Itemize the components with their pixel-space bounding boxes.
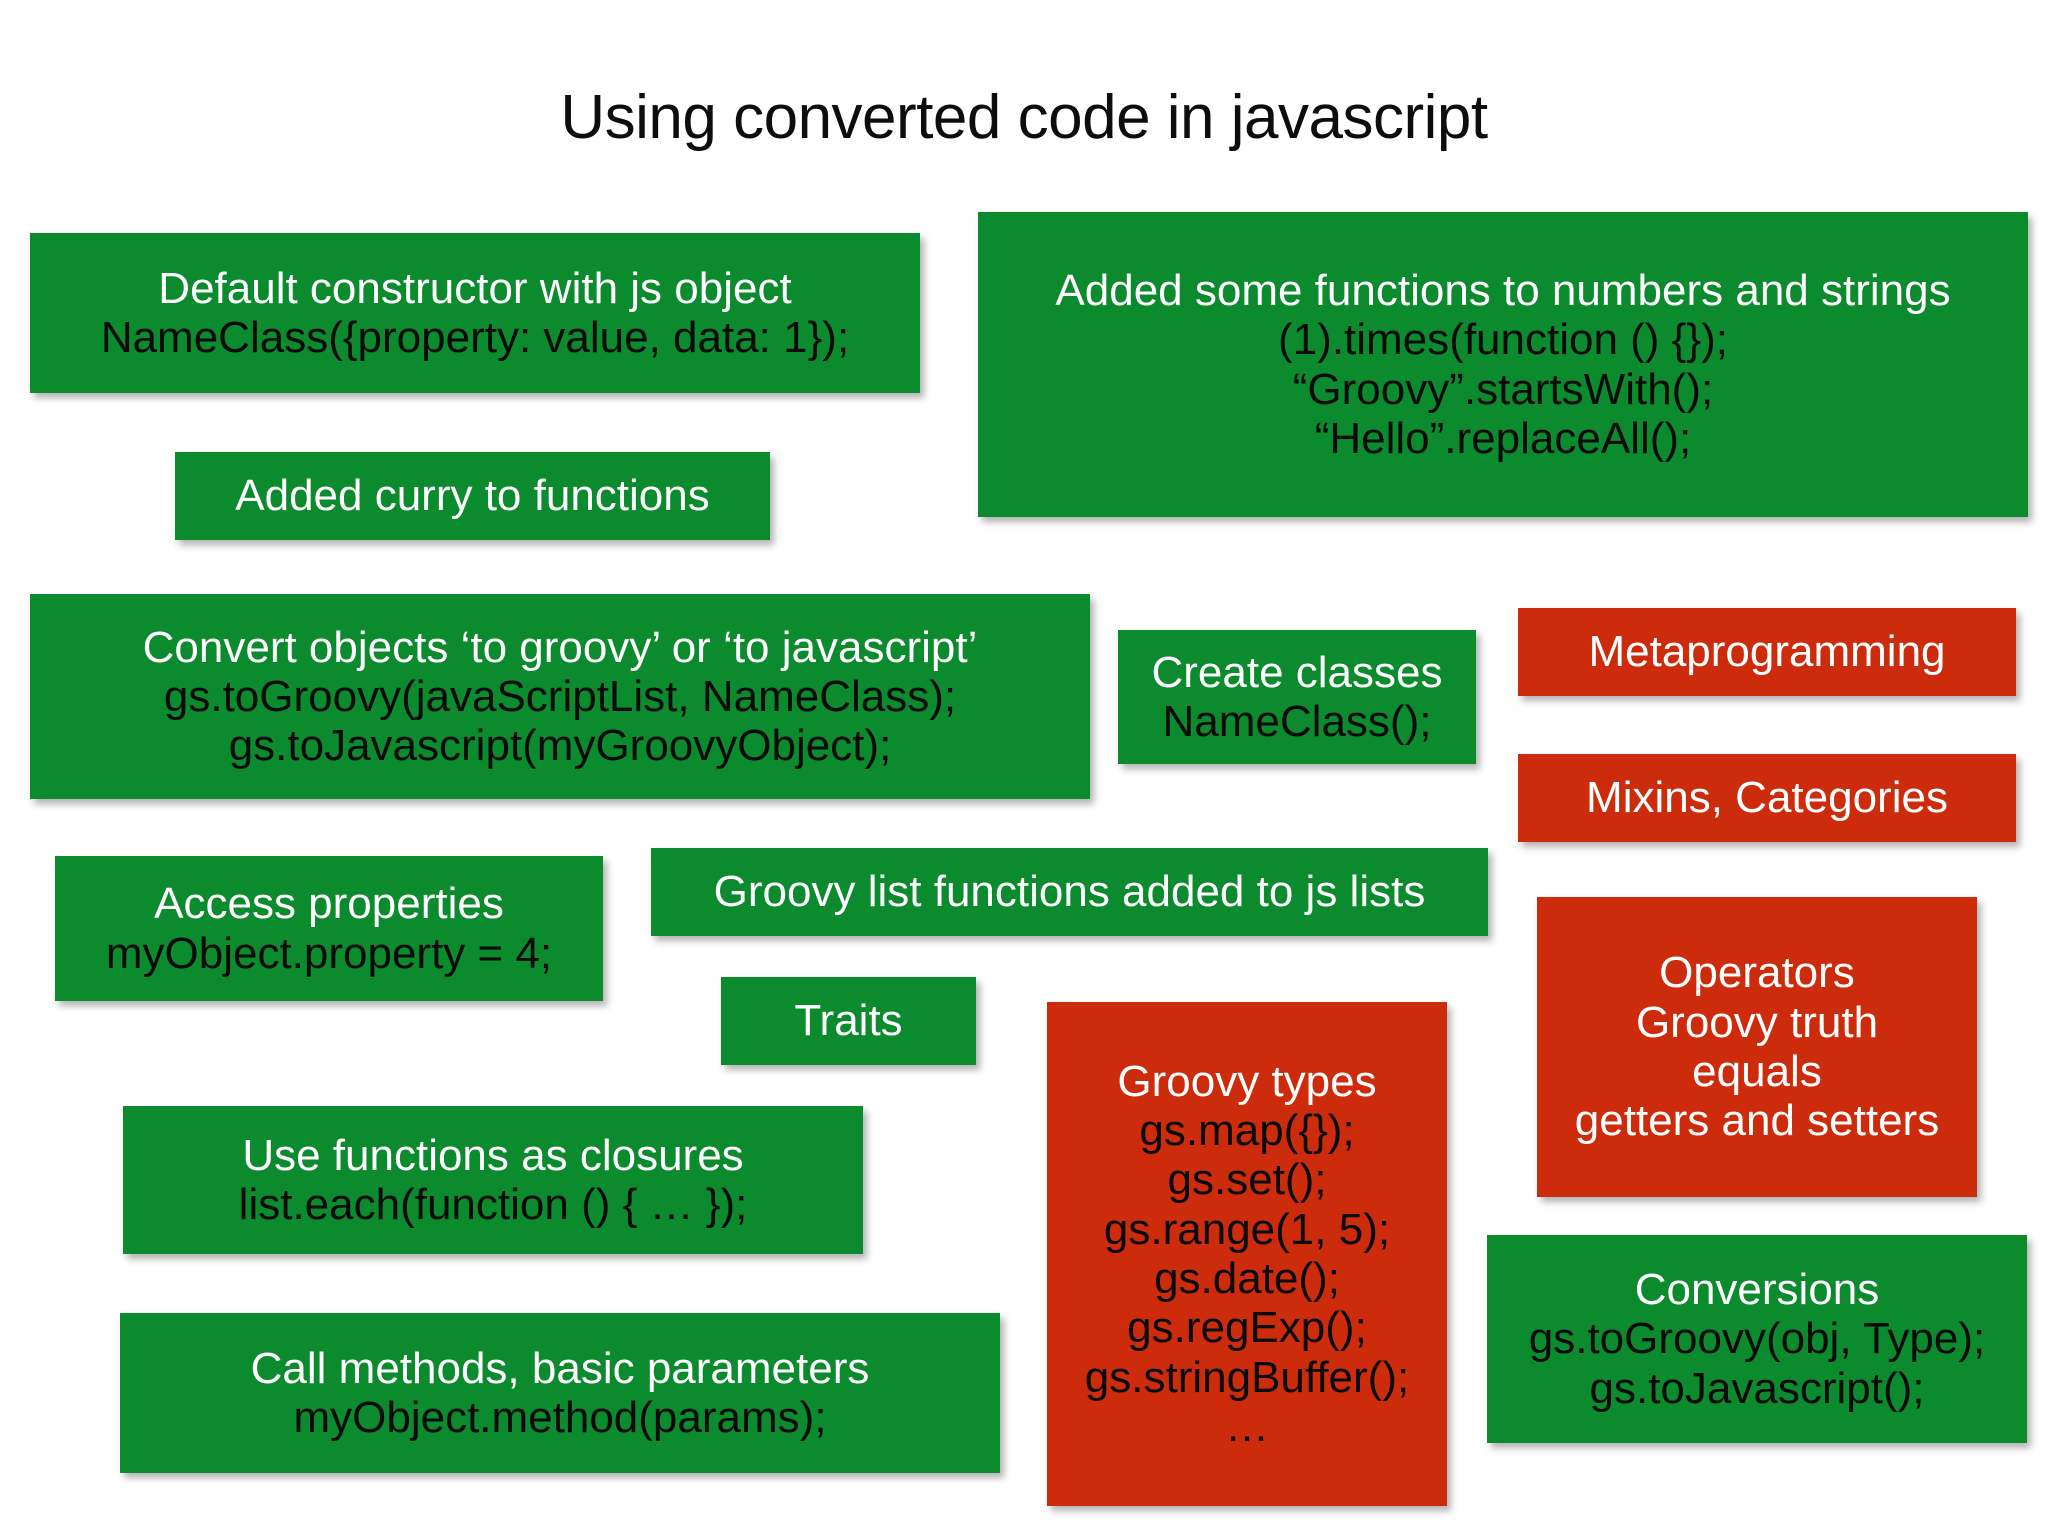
card-default-constructor[interactable]: Default constructor with js object NameC… [30, 233, 920, 393]
card-line: gs.toGroovy(javaScriptList, NameClass); [163, 671, 957, 721]
card-line: Operators [1659, 948, 1855, 998]
card-line: myObject.property = 4; [105, 928, 553, 978]
card-line: gs.map({}); [1139, 1106, 1355, 1156]
card-create-classes[interactable]: Create classes NameClass(); [1118, 630, 1476, 764]
card-call-methods[interactable]: Call methods, basic parameters myObject.… [120, 1313, 1000, 1473]
card-use-functions-closures[interactable]: Use functions as closures list.each(func… [123, 1106, 863, 1254]
card-line: Conversions [1634, 1265, 1880, 1315]
card-line: Use functions as closures [242, 1130, 744, 1180]
card-line: “Hello”.replaceAll(); [1314, 413, 1692, 463]
card-line: Mixins, Categories [1586, 773, 1948, 823]
card-line: gs.regExp(); [1127, 1303, 1367, 1353]
card-metaprogramming[interactable]: Metaprogramming [1518, 608, 2016, 696]
card-line: gs.stringBuffer(); [1084, 1352, 1410, 1402]
card-groovy-types[interactable]: Groovy types gs.map({}); gs.set(); gs.ra… [1047, 1002, 1447, 1506]
card-groovy-list-functions[interactable]: Groovy list functions added to js lists [651, 848, 1488, 936]
card-line: NameClass({property: value, data: 1}); [100, 313, 850, 362]
card-added-curry[interactable]: Added curry to functions [175, 452, 770, 540]
card-line: equals [1692, 1047, 1822, 1096]
card-line: Call methods, basic parameters [250, 1343, 870, 1393]
card-line: NameClass(); [1162, 697, 1432, 746]
card-line: Access properties [154, 879, 504, 929]
card-traits[interactable]: Traits [721, 977, 976, 1065]
card-operators[interactable]: Operators Groovy truth equals getters an… [1537, 897, 1977, 1197]
card-line: Create classes [1151, 647, 1443, 697]
card-line: Added curry to functions [235, 471, 710, 521]
card-line: Traits [794, 996, 903, 1046]
card-line: getters and setters [1574, 1096, 1940, 1146]
card-line: gs.date(); [1154, 1254, 1340, 1303]
card-conversions[interactable]: Conversions gs.toGroovy(obj, Type); gs.t… [1487, 1235, 2027, 1443]
card-added-functions[interactable]: Added some functions to numbers and stri… [978, 212, 2028, 517]
card-line: Groovy truth [1635, 997, 1879, 1047]
card-line: Default constructor with js object [158, 263, 792, 313]
page-title: Using converted code in javascript [560, 83, 1488, 152]
card-line: Metaprogramming [1588, 627, 1946, 677]
card-convert-objects[interactable]: Convert objects ‘to groovy’ or ‘to javas… [30, 594, 1090, 799]
card-line: “Groovy”.startsWith(); [1292, 364, 1714, 414]
card-line: gs.set(); [1167, 1155, 1327, 1205]
card-line: gs.toJavascript(myGroovyObject); [228, 721, 892, 771]
card-line: gs.toJavascript(); [1589, 1363, 1925, 1413]
card-line: Convert objects ‘to groovy’ or ‘to javas… [142, 622, 978, 672]
card-line: Groovy list functions added to js lists [713, 867, 1426, 917]
card-line: myObject.method(params); [293, 1393, 827, 1442]
card-line: Added some functions to numbers and stri… [1055, 265, 1951, 315]
card-line: Groovy types [1117, 1056, 1377, 1106]
card-line: … [1225, 1401, 1269, 1451]
card-line: gs.toGroovy(obj, Type); [1528, 1314, 1986, 1364]
card-line: list.each(function () { … }); [238, 1180, 748, 1229]
card-line: (1).times(function () {}); [1278, 315, 1728, 365]
card-line: gs.range(1, 5); [1103, 1204, 1391, 1254]
card-mixins-categories[interactable]: Mixins, Categories [1518, 754, 2016, 842]
card-access-properties[interactable]: Access properties myObject.property = 4; [55, 856, 603, 1001]
